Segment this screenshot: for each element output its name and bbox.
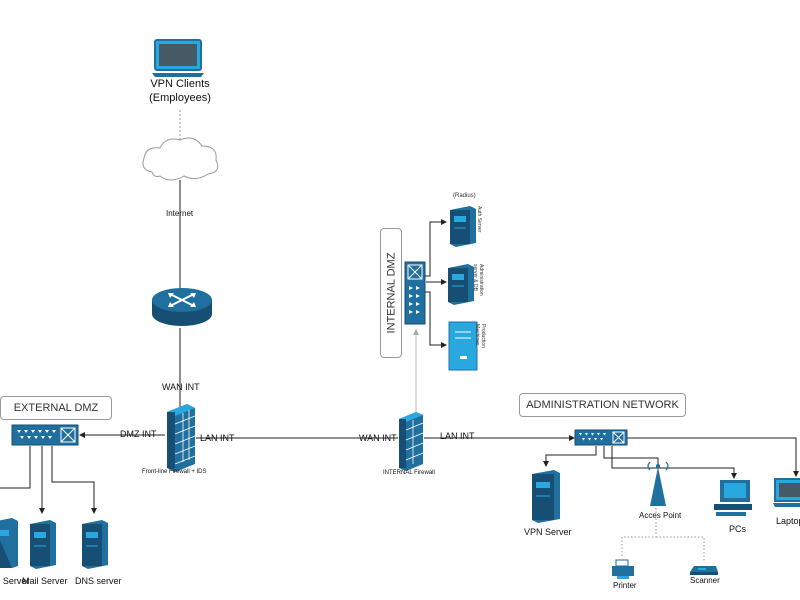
link-admin-ap xyxy=(603,446,659,466)
production-machine-icon xyxy=(448,321,478,371)
vpn-clients-label: VPN Clients (Employees) xyxy=(140,77,220,105)
switch-icon xyxy=(404,261,426,325)
server-icon xyxy=(0,518,18,568)
wan-int-label: WAN INT xyxy=(162,382,200,392)
zone-label: INTERNAL DMZ xyxy=(385,252,397,334)
vpn-server-label: VPN Server xyxy=(524,527,572,537)
link-admin-laptops xyxy=(627,437,799,477)
connections xyxy=(0,110,799,562)
link-ext-dns xyxy=(51,446,97,514)
admin-server-label: Administration server & DB xyxy=(472,264,484,296)
lan-int-label: LAN INT xyxy=(200,433,235,443)
link-admin-vpnserver xyxy=(543,446,597,467)
server-icon xyxy=(450,206,476,247)
zone-internal-dmz: INTERNAL DMZ xyxy=(380,228,402,358)
dmz-int-label: DMZ INT xyxy=(120,429,157,439)
zone-administration-network: ADMINISTRATION NETWORK xyxy=(519,393,686,417)
link-ap-printer xyxy=(621,508,657,558)
internet-label: Internet xyxy=(166,209,194,218)
access-point-icon xyxy=(647,461,669,506)
laptops-label: Laptops xyxy=(776,516,800,526)
dns-server-label: DNS server xyxy=(75,576,122,586)
switch-icon xyxy=(11,424,79,446)
vpn-clients-line2: (Employees) xyxy=(149,92,211,104)
auth-server-label: Auth Server xyxy=(476,206,482,233)
pcs-label: PCs xyxy=(729,524,747,534)
internal-firewall-label: INTERNAL Firewall xyxy=(383,470,435,476)
scanner-label: Scanner xyxy=(690,576,720,585)
server-icon xyxy=(82,520,108,569)
laptop-icon xyxy=(152,39,204,77)
server-icon xyxy=(30,520,56,569)
production-label: Production Machines xyxy=(474,324,486,348)
link-intdmz-auth xyxy=(424,219,447,277)
link-ext-web xyxy=(0,446,31,489)
wan-int-label: WAN INT xyxy=(359,433,397,443)
switch-icon xyxy=(574,429,628,446)
vpn-clients-line1: VPN Clients xyxy=(150,78,210,90)
firewall-icon xyxy=(399,412,424,471)
web-server-label: Web Server xyxy=(0,576,30,586)
link-ap-scanner xyxy=(656,536,705,562)
cloud-icon xyxy=(142,137,219,181)
pc-icon xyxy=(714,480,752,516)
frontline-firewall-label: Front-line Firewall + IDS xyxy=(142,469,207,475)
router-icon xyxy=(152,288,212,326)
mail-server-label: Mail Server xyxy=(22,576,68,586)
link-intdmz-prod xyxy=(424,291,447,348)
zone-label: ADMINISTRATION NETWORK xyxy=(526,399,679,411)
server-icon xyxy=(532,470,560,523)
scanner-icon xyxy=(690,566,718,575)
zone-label: EXTERNAL DMZ xyxy=(13,402,99,414)
firewall-icon xyxy=(167,404,196,472)
printer-label: Printer xyxy=(613,581,637,590)
lan-int-label: LAN INT xyxy=(440,431,475,441)
auth-server-tag: (Radius) xyxy=(453,193,476,199)
printer-icon xyxy=(612,559,634,579)
access-point-label: Acces Point xyxy=(639,511,682,520)
server-icon xyxy=(448,264,474,305)
zone-external-dmz: EXTERNAL DMZ xyxy=(0,396,112,420)
link-admin-pcs xyxy=(611,446,737,479)
laptop-icon xyxy=(773,478,800,507)
